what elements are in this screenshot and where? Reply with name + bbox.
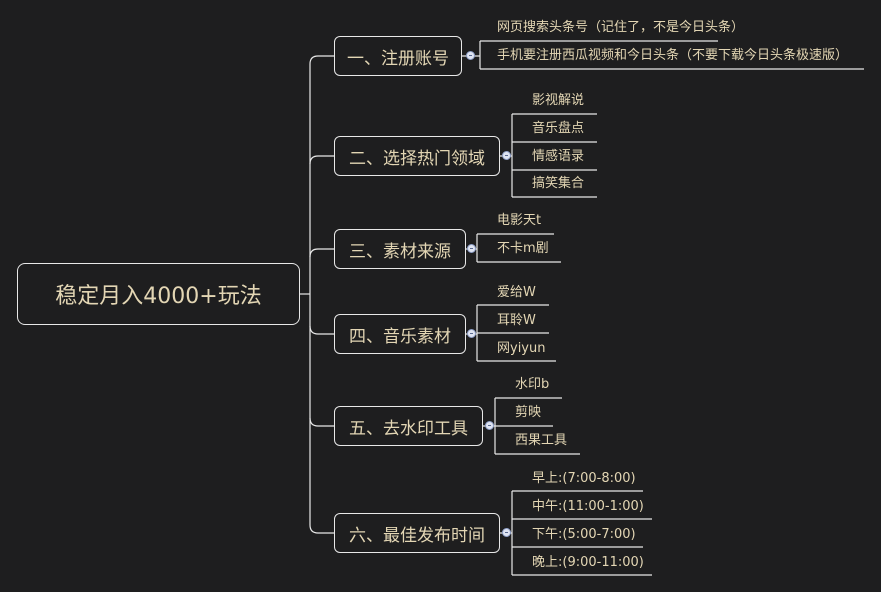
branch-best-publish-time[interactable]: 六、最佳发布时间: [334, 513, 500, 553]
leaf-topic[interactable]: 下午:(5:00-7:00): [532, 527, 636, 542]
leaf-topic[interactable]: 情感语录: [532, 149, 585, 164]
collapse-icon[interactable]: [467, 244, 476, 253]
leaf-topic[interactable]: 西果工具: [515, 433, 568, 448]
leaf-topic[interactable]: 中午:(11:00-1:00): [532, 499, 644, 514]
branch-register-account[interactable]: 一、注册账号: [334, 36, 462, 76]
leaf-topic[interactable]: 耳聆W: [497, 313, 536, 328]
leaf-topic[interactable]: 不卡m剧: [497, 241, 549, 256]
branch-material-source[interactable]: 三、素材来源: [334, 229, 466, 269]
branch-music-material[interactable]: 四、音乐素材: [334, 314, 466, 354]
leaf-topic[interactable]: 网页搜索头条号（记住了，不是今日头条）: [497, 20, 745, 35]
leaf-topic[interactable]: 爱给W: [497, 285, 536, 300]
leaf-topic[interactable]: 电影天t: [497, 213, 542, 228]
collapse-icon[interactable]: [467, 329, 476, 338]
leaf-topic[interactable]: 水印b: [515, 377, 550, 392]
collapse-icon[interactable]: [502, 151, 511, 160]
collapse-icon[interactable]: [485, 421, 494, 430]
leaf-topic[interactable]: 网yiyun: [497, 341, 546, 356]
leaf-topic[interactable]: 音乐盘点: [532, 121, 585, 136]
leaf-topic[interactable]: 晚上:(9:00-11:00): [532, 555, 644, 570]
branch-hot-field[interactable]: 二、选择热门领域: [334, 136, 500, 176]
collapse-icon[interactable]: [466, 51, 475, 60]
branch-watermark-tools[interactable]: 五、去水印工具: [334, 406, 483, 446]
root-topic[interactable]: 稳定月入4000+玩法: [17, 263, 300, 325]
leaf-topic[interactable]: 手机要注册西瓜视频和今日头条（不要下载今日头条极速版）: [497, 48, 849, 63]
leaf-topic[interactable]: 剪映: [515, 405, 542, 420]
leaf-topic[interactable]: 影视解说: [532, 93, 585, 108]
leaf-topic[interactable]: 搞笑集合: [532, 176, 585, 191]
collapse-icon[interactable]: [502, 528, 511, 537]
leaf-topic[interactable]: 早上:(7:00-8:00): [532, 471, 636, 486]
